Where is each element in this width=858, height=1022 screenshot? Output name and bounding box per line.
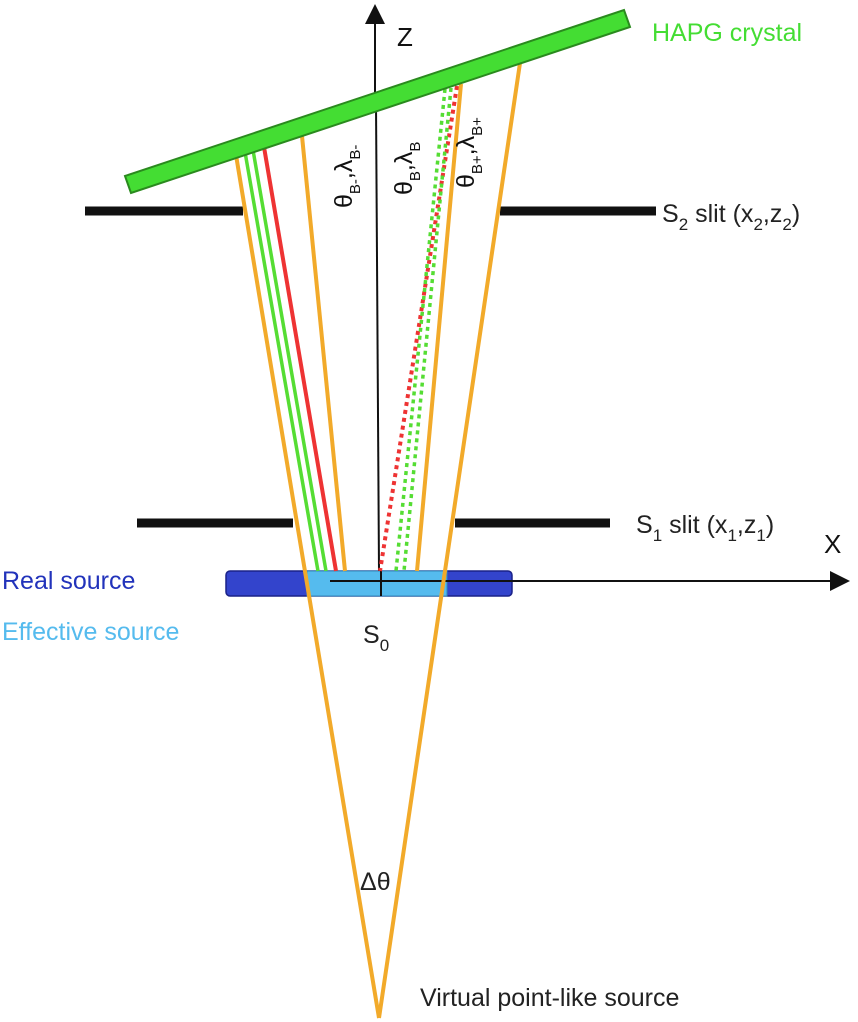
inner-right-orange-ray (415, 83, 463, 572)
s0-label: S0 (363, 621, 389, 655)
x-axis-label: X (824, 529, 841, 559)
theta-b-label: θB,λB (390, 142, 424, 195)
outer-left-orange-ray (234, 154, 381, 1019)
virtual-source-label: Virtual point-like source (420, 984, 679, 1012)
effective-source-label: Effective source (2, 618, 179, 646)
right-green-dotted-ray-1 (394, 88, 447, 572)
outer-right-orange-ray (377, 62, 522, 1019)
effective-source-bar (306, 570, 448, 597)
s2-slit-label: S2 slit (x2,z2) (662, 200, 800, 234)
s1-slit-label: S1 slit (x1,z1) (636, 511, 774, 545)
hapg-crystal (123, 8, 632, 195)
theta-b-plus-label: θB+,λB+ (452, 117, 486, 188)
central-axis-line (375, 102, 380, 572)
theta-b-minus-label: θB-,λB- (330, 145, 364, 208)
delta-theta-label: Δθ (360, 868, 391, 896)
right-green-dotted-ray-2 (402, 87, 453, 572)
right-red-dotted-ray (378, 85, 459, 572)
left-green-ray-1 (243, 151, 320, 572)
inner-left-orange-ray (300, 135, 347, 572)
left-red-ray (262, 146, 338, 572)
crystal-label: HAPG crystal (652, 19, 802, 47)
left-green-ray-2 (251, 149, 328, 572)
z-axis-label: Z (397, 22, 413, 52)
real-source-label: Real source (2, 567, 135, 595)
